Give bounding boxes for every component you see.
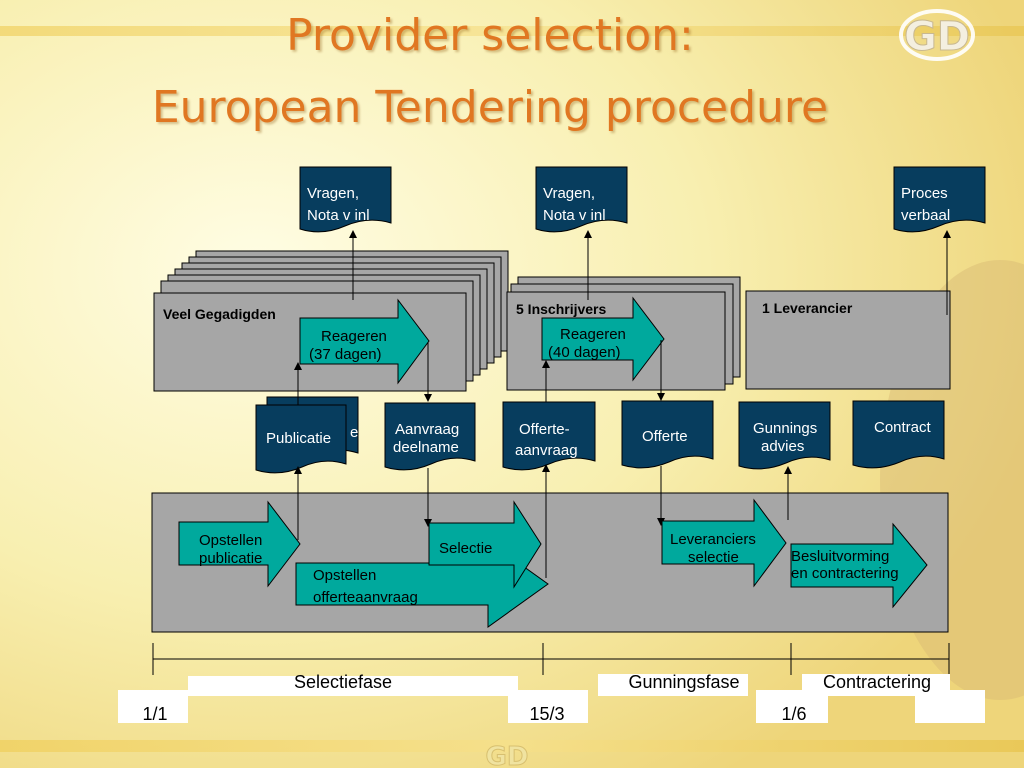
arrow-opstellen-offerteaanvraag: Opstellen offerteaanvraag <box>295 540 549 628</box>
doc-vragen-2: Vragen, Nota v inl <box>535 166 628 233</box>
arrow-opstellen-offerteaanvraag-line-1: Opstellen <box>313 567 376 584</box>
date-1-1: 1/1 <box>142 704 167 724</box>
arrow-reageren-37: Reageren (37 dagen) <box>299 298 430 385</box>
doc-publicatie: e Publicatie <box>255 396 359 474</box>
arrow-selectie: Selectie <box>428 500 542 589</box>
arrow-reageren-37-line-2: (37 dagen) <box>309 346 382 363</box>
date-1-6: 1/6 <box>781 704 806 724</box>
doc-offerte-aanvraag-line-1: Offerte- <box>519 421 570 438</box>
arrow-besluitvorming-line-1: Besluitvorming <box>791 548 889 565</box>
doc-publicatie-back-text: e <box>350 424 358 441</box>
doc-vragen-2-line-2: Nota v inl <box>543 207 606 224</box>
gd-logo: GD <box>899 9 975 61</box>
doc-vragen-1-line-2: Nota v inl <box>307 207 370 224</box>
arrow-besluitvorming-line-2: en contractering <box>791 565 899 582</box>
doc-gunnings-advies-line-1: Gunnings <box>753 420 817 437</box>
arrow-leveranciers-selectie-line-1: Leveranciers <box>670 531 756 548</box>
doc-contract-text: Contract <box>874 419 932 436</box>
arrow-reageren-40: Reageren (40 dagen) <box>541 296 665 382</box>
phase-selectiefase: Selectiefase <box>294 672 392 692</box>
slide-title-line-1: Provider selection: <box>286 10 694 61</box>
arrow-opstellen-offerteaanvraag-line-2: offerteaanvraag <box>313 589 418 606</box>
phase-contractering: Contractering <box>823 672 931 692</box>
doc-offerte-aanvraag: Offerte- aanvraag <box>502 401 596 471</box>
arrow-opstellen-publicatie: Opstellen publicatie <box>178 500 301 588</box>
gd-footer-logo: GD <box>485 742 529 768</box>
doc-gunnings-advies-line-2: advies <box>761 438 804 455</box>
doc-vragen-1: Vragen, Nota v inl <box>299 166 392 233</box>
arrow-leveranciers-selectie-line-2: selectie <box>688 549 739 566</box>
stack-label-inschrijvers: 5 Inschrijvers <box>516 301 606 317</box>
slide-title-line-2: European Tendering procedure <box>151 82 829 133</box>
arrow-reageren-37-line-1: Reageren <box>321 328 387 345</box>
stack-label-veel-gegadigden: Veel Gegadigden <box>163 306 276 322</box>
arrow-leveranciers-selectie: Leveranciers selectie <box>661 498 787 588</box>
phase-gunningsfase: Gunningsfase <box>628 672 739 692</box>
doc-gunnings-advies: Gunnings advies <box>738 401 831 470</box>
arrow-opstellen-publicatie-line-2: publicatie <box>199 550 262 567</box>
doc-vragen-1-line-1: Vragen, <box>307 185 359 202</box>
arrow-reageren-40-line-1: Reageren <box>560 326 626 343</box>
doc-publicatie-text: Publicatie <box>266 430 331 447</box>
doc-aanvraag-deelname: Aanvraag deelname <box>384 402 476 471</box>
doc-proces-verbaal-line-2: verbaal <box>901 207 950 224</box>
doc-proces-verbaal-line-1: Proces <box>901 185 948 202</box>
gd-logo-text: GD <box>904 14 970 60</box>
gd-footer-logo-text: GD <box>486 742 529 768</box>
phase-timeline: Selectiefase Gunningsfase Contractering … <box>118 643 985 724</box>
box-leverancier: 1 Leverancier <box>745 290 951 390</box>
doc-aanvraag-line-1: Aanvraag <box>395 421 459 438</box>
arrow-selectie-text: Selectie <box>439 540 492 557</box>
doc-offerte-text: Offerte <box>642 428 688 445</box>
arrow-opstellen-publicatie-line-1: Opstellen <box>199 532 262 549</box>
box-label-leverancier: 1 Leverancier <box>762 300 853 316</box>
arrow-besluitvorming: Besluitvorming en contractering <box>790 522 928 609</box>
doc-offerte-aanvraag-line-2: aanvraag <box>515 442 578 459</box>
doc-contract: Contract <box>852 400 945 469</box>
doc-aanvraag-line-2: deelname <box>393 439 459 456</box>
doc-offerte: Offerte <box>621 400 714 469</box>
doc-proces-verbaal: Proces verbaal <box>893 166 986 233</box>
arrow-reageren-40-line-2: (40 dagen) <box>548 344 621 361</box>
doc-vragen-2-line-1: Vragen, <box>543 185 595 202</box>
date-15-3: 15/3 <box>529 704 564 724</box>
